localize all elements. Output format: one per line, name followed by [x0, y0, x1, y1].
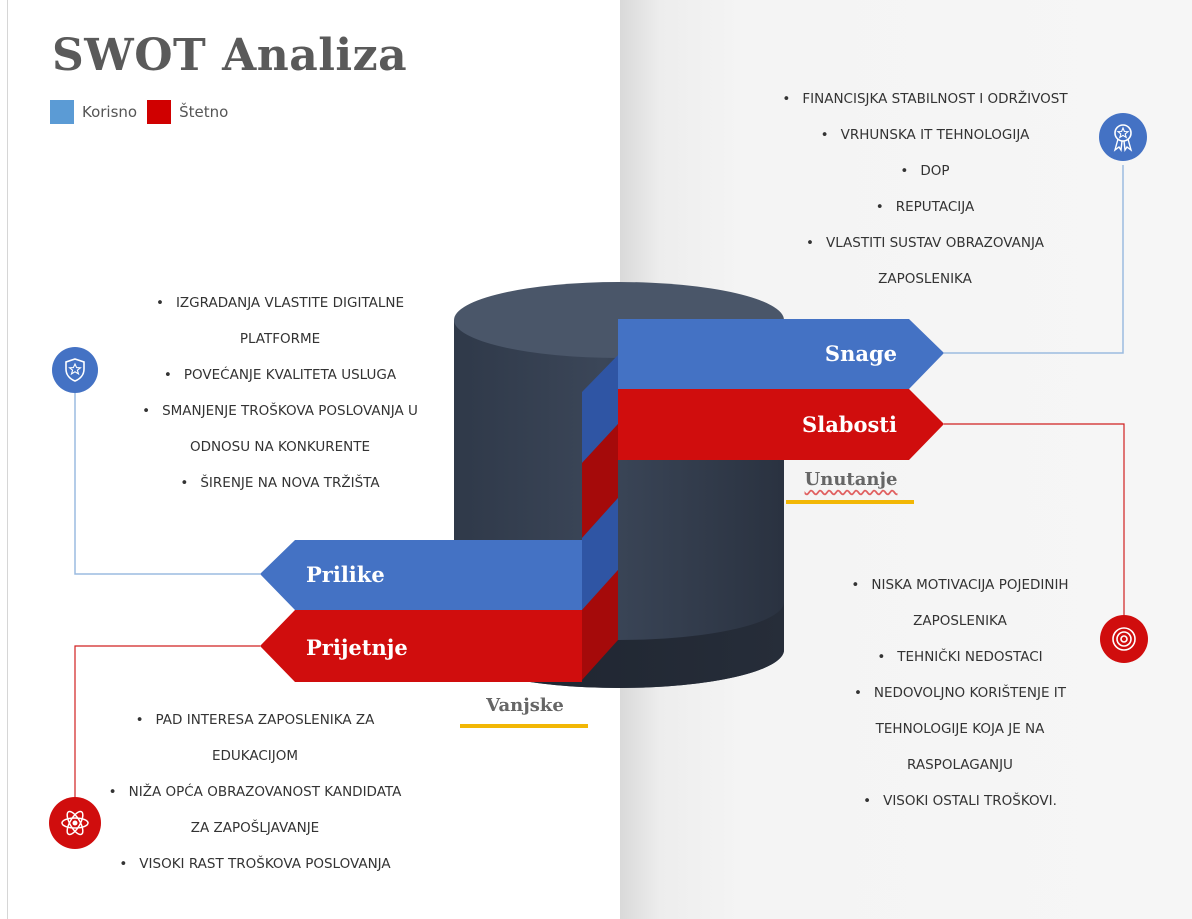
arrow-label-threats: Prijetnje — [306, 635, 408, 660]
list-item-continued: ZAPOSLENIKA — [878, 271, 972, 287]
award-ribbon-icon — [1099, 113, 1147, 161]
legend-swatch-blue — [50, 100, 74, 124]
list-item: VLASTITI SUSTAV OBRAZOVANJA — [740, 225, 1110, 261]
list-item: ŠIRENJE NA NOVA TRŽIŠTA — [90, 465, 470, 501]
weaknesses-list: NISKA MOTIVACIJA POJEDINIH ZAPOSLENIKA T… — [790, 567, 1130, 819]
arrow-opportunities[interactable] — [260, 540, 582, 610]
legend-item-beneficial: Korisno — [50, 100, 137, 124]
arrow-label-strengths: Snage — [825, 341, 897, 366]
list-item: VRHUNSKA IT TEHNOLOGIJA — [740, 117, 1110, 153]
list-item: DOP — [740, 153, 1110, 189]
list-item: FINANCISJKA STABILNOST I ODRŽIVOST — [740, 81, 1110, 117]
arrow-threats[interactable] — [260, 610, 582, 682]
legend-label-beneficial: Korisno — [82, 103, 138, 121]
list-item: PAD INTERESA ZAPOSLENIKA ZA — [70, 702, 440, 738]
list-item: VISOKI OSTALI TROŠKOVI. — [790, 783, 1130, 819]
arrow-label-weaknesses: Slabosti — [802, 412, 897, 437]
target-icon — [1100, 615, 1148, 663]
shield-star-icon — [52, 347, 98, 393]
connector-line-strengths — [944, 165, 1124, 354]
list-item: TEHNIČKI NEDOSTACI — [790, 639, 1130, 675]
ribbon-side-red-upper — [582, 424, 618, 538]
list-item-continued: TEHNOLOGIJE KOJA JE NA — [875, 721, 1045, 737]
opportunities-list: IZGRADANJA VLASTITE DIGITALNE PLATFORME … — [90, 285, 470, 501]
list-item-continued: ZA ZAPOŠLJAVANJE — [190, 820, 320, 836]
external-section-label: Vanjske — [486, 695, 564, 716]
legend-label-harmful: Štetno — [179, 103, 229, 121]
connector-line-weaknesses — [944, 423, 1125, 615]
legend-item-harmful: Štetno — [147, 100, 228, 124]
internal-section-label: Unutanje — [804, 469, 898, 490]
legend-swatch-red — [147, 100, 172, 124]
connector-line-threats — [74, 645, 260, 805]
atom-icon — [49, 797, 101, 849]
ribbon-side-blue-upper — [582, 355, 618, 463]
list-item: IZGRADANJA VLASTITE DIGITALNE — [90, 285, 470, 321]
strengths-list: FINANCISJKA STABILNOST I ODRŽIVOST VRHUN… — [740, 81, 1110, 297]
threats-list: PAD INTERESA ZAPOSLENIKA ZA EDUKACIJOM N… — [70, 702, 440, 882]
list-item: NISKA MOTIVACIJA POJEDINIH — [790, 567, 1130, 603]
external-underline — [460, 724, 588, 728]
arrow-weaknesses[interactable] — [618, 389, 944, 460]
ribbon-side-blue-lower — [582, 498, 618, 610]
list-item-continued: RASPOLAGANJU — [907, 757, 1013, 773]
legend: Korisno Štetno — [50, 100, 238, 124]
list-item-continued: PLATFORME — [239, 331, 321, 347]
list-item: VISOKI RAST TROŠKOVA POSLOVANJA — [70, 846, 440, 882]
arrow-strengths[interactable] — [618, 319, 944, 389]
list-item-continued: EDUKACIJOM — [211, 748, 299, 764]
list-item: NEDOVOLJNO KORIŠTENJE IT — [790, 675, 1130, 711]
list-item: POVEĆANJE KVALITETA USLUGA — [90, 357, 470, 393]
connector-line-opportunities — [74, 393, 260, 575]
list-item-continued: ODNOSU NA KONKURENTE — [189, 439, 371, 455]
list-item-continued: ZAPOSLENIKA — [913, 613, 1007, 629]
ribbon-side-red-lower — [582, 570, 618, 680]
internal-underline — [786, 500, 914, 504]
list-item: SMANJENJE TROŠKOVA POSLOVANJA U — [90, 393, 470, 429]
page-title: SWOT Analiza — [52, 30, 408, 81]
slide-edge-line — [7, 0, 8, 919]
arrow-label-opportunities: Prilike — [306, 562, 385, 587]
list-item: REPUTACIJA — [740, 189, 1110, 225]
list-item: NIŽA OPĆA OBRAZOVANOST KANDIDATA — [70, 774, 440, 810]
